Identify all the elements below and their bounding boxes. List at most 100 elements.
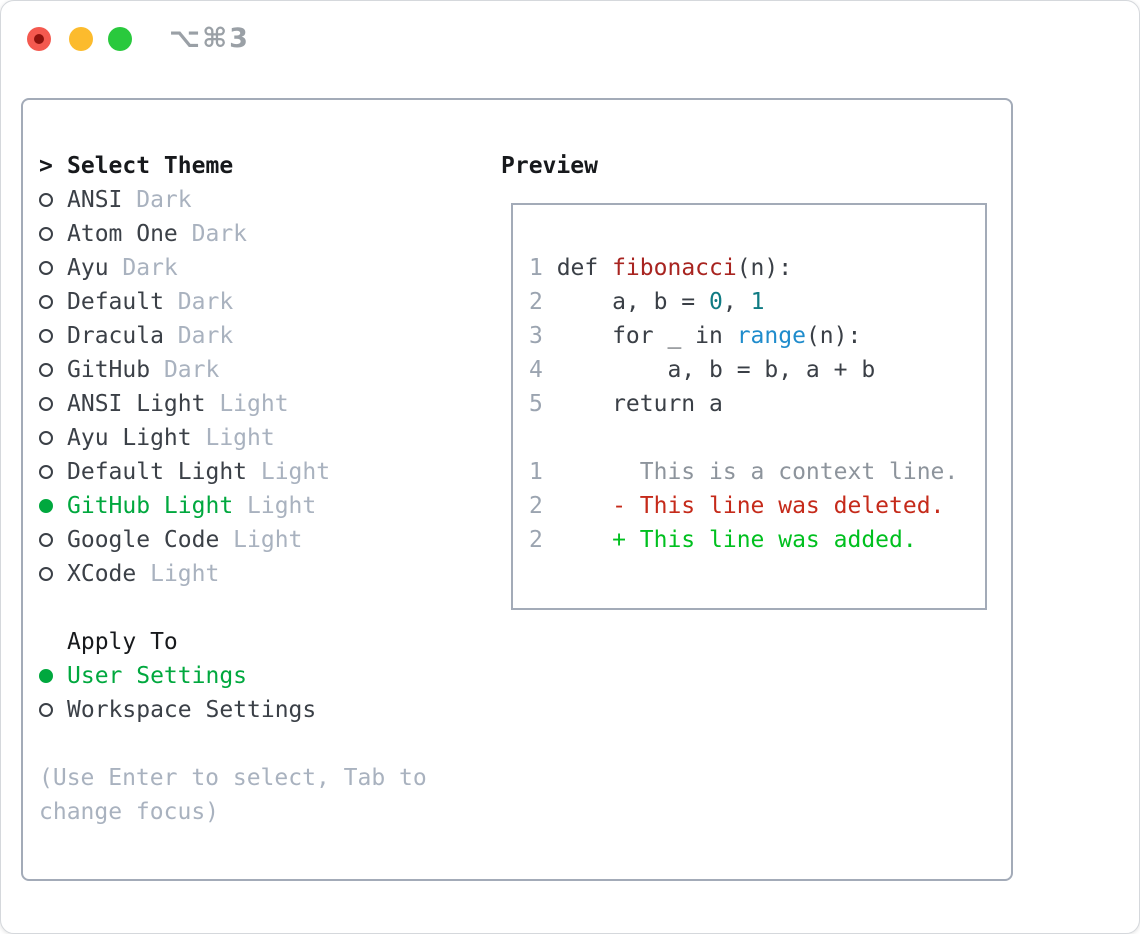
select-theme-title: Select Theme: [67, 153, 234, 179]
code-segment-code: return a: [556, 391, 723, 417]
option-label: Default: [67, 289, 164, 315]
theme-option-ansi[interactable]: ANSI Dark: [39, 183, 427, 217]
radio-cell: [39, 363, 67, 377]
radio-cell: [39, 397, 67, 411]
code-segment-code: (n):: [736, 255, 793, 281]
radio-selected-icon: [39, 499, 53, 513]
titlebar: ⌥⌘3: [1, 1, 1139, 76]
theme-option-xcode[interactable]: XCode Light: [39, 557, 427, 591]
window-title: ⌥⌘3: [169, 23, 250, 54]
option-label: Ayu: [67, 255, 109, 281]
apply-option-user-settings[interactable]: User Settings: [39, 659, 427, 693]
radio-cell: [39, 669, 67, 683]
apply-option-workspace-settings[interactable]: Workspace Settings: [39, 693, 427, 727]
preview-code-line: 4 a, b = b, a + b: [529, 353, 985, 387]
radio-icon: [39, 227, 53, 241]
hint-line: (Use Enter to select, Tab to: [39, 765, 427, 791]
spacer: [39, 727, 427, 761]
close-button[interactable]: [27, 26, 51, 51]
zoom-button[interactable]: [108, 26, 132, 51]
hint-line: change focus): [39, 799, 220, 825]
radio-cell: [39, 261, 67, 275]
option-label: User Settings: [67, 663, 248, 689]
line-number: 4: [529, 357, 543, 383]
option-label: ANSI: [67, 187, 123, 213]
radio-cell: [39, 567, 67, 581]
line-number: 3: [529, 323, 543, 349]
radio-cell: [39, 703, 67, 717]
theme-variant-tag: Dark: [163, 357, 220, 383]
theme-variant-tag: Dark: [177, 323, 234, 349]
select-theme-header: > Select Theme: [39, 149, 427, 183]
prompt-icon: >: [39, 153, 53, 179]
hint-text: (Use Enter to select, Tab to change focus…: [39, 761, 427, 829]
preview-code-line: 2 - This line was deleted.: [529, 489, 985, 523]
radio-icon: [39, 703, 53, 717]
radio-icon: [39, 431, 53, 445]
radio-icon: [39, 397, 53, 411]
radio-cell: [39, 533, 67, 547]
code-segment-function: fibonacci: [612, 255, 737, 281]
spacer: [39, 591, 427, 625]
option-label: XCode: [67, 561, 137, 587]
preview-code-line: 2 a, b = 0, 1: [529, 285, 985, 319]
radio-icon: [39, 261, 53, 275]
code-segment-added: + This line was added.: [556, 527, 917, 553]
code-segment-code: ,: [722, 289, 751, 315]
theme-variant-tag: Light: [233, 527, 303, 553]
code-segment-code: a, b = b, a + b: [556, 357, 876, 383]
option-label: Dracula: [67, 323, 164, 349]
code-segment-code: (n):: [805, 323, 862, 349]
radio-cell: [39, 193, 67, 207]
theme-option-google-code[interactable]: Google Code Light: [39, 523, 427, 557]
radio-icon: [39, 465, 53, 479]
preview-code-line: 1 This is a context line.: [529, 455, 985, 489]
radio-cell: [39, 499, 67, 513]
radio-icon: [39, 363, 53, 377]
prompt-cell: >: [39, 153, 67, 179]
preview-code-line: 2 + This line was added.: [529, 523, 985, 557]
option-label: Atom One: [67, 221, 178, 247]
radio-icon: [39, 329, 53, 343]
theme-option-dracula[interactable]: Dracula Dark: [39, 319, 427, 353]
line-number: 5: [529, 391, 543, 417]
theme-variant-tag: Light: [150, 561, 220, 587]
code-segment-code: a, b =: [556, 289, 710, 315]
radio-cell: [39, 227, 67, 241]
preview-code-line: 5 return a: [529, 387, 985, 421]
line-number: 1: [529, 255, 543, 281]
code-segment-builtin: range: [736, 323, 806, 349]
preview-blank-line: [529, 421, 985, 455]
option-label: GitHub Light: [67, 493, 234, 519]
option-label: Default Light: [67, 459, 248, 485]
code-segment-deleted: - This line was deleted.: [556, 493, 945, 519]
radio-icon: [39, 567, 53, 581]
preview-title: Preview: [501, 153, 598, 179]
theme-variant-tag: Dark: [136, 187, 192, 213]
code-segment-context: This is a context line.: [556, 459, 959, 485]
line-number: 2: [529, 493, 543, 519]
option-label: Ayu Light: [67, 425, 192, 451]
minimize-button[interactable]: [69, 26, 93, 51]
apply-to-header: Apply To: [39, 625, 427, 659]
preview-code-line: 3 for _ in range(n):: [529, 319, 985, 353]
radio-icon: [39, 533, 53, 547]
radio-cell: [39, 295, 67, 309]
radio-selected-icon: [39, 669, 53, 683]
apply-to-title: Apply To: [67, 629, 178, 655]
option-label: Google Code: [67, 527, 220, 553]
